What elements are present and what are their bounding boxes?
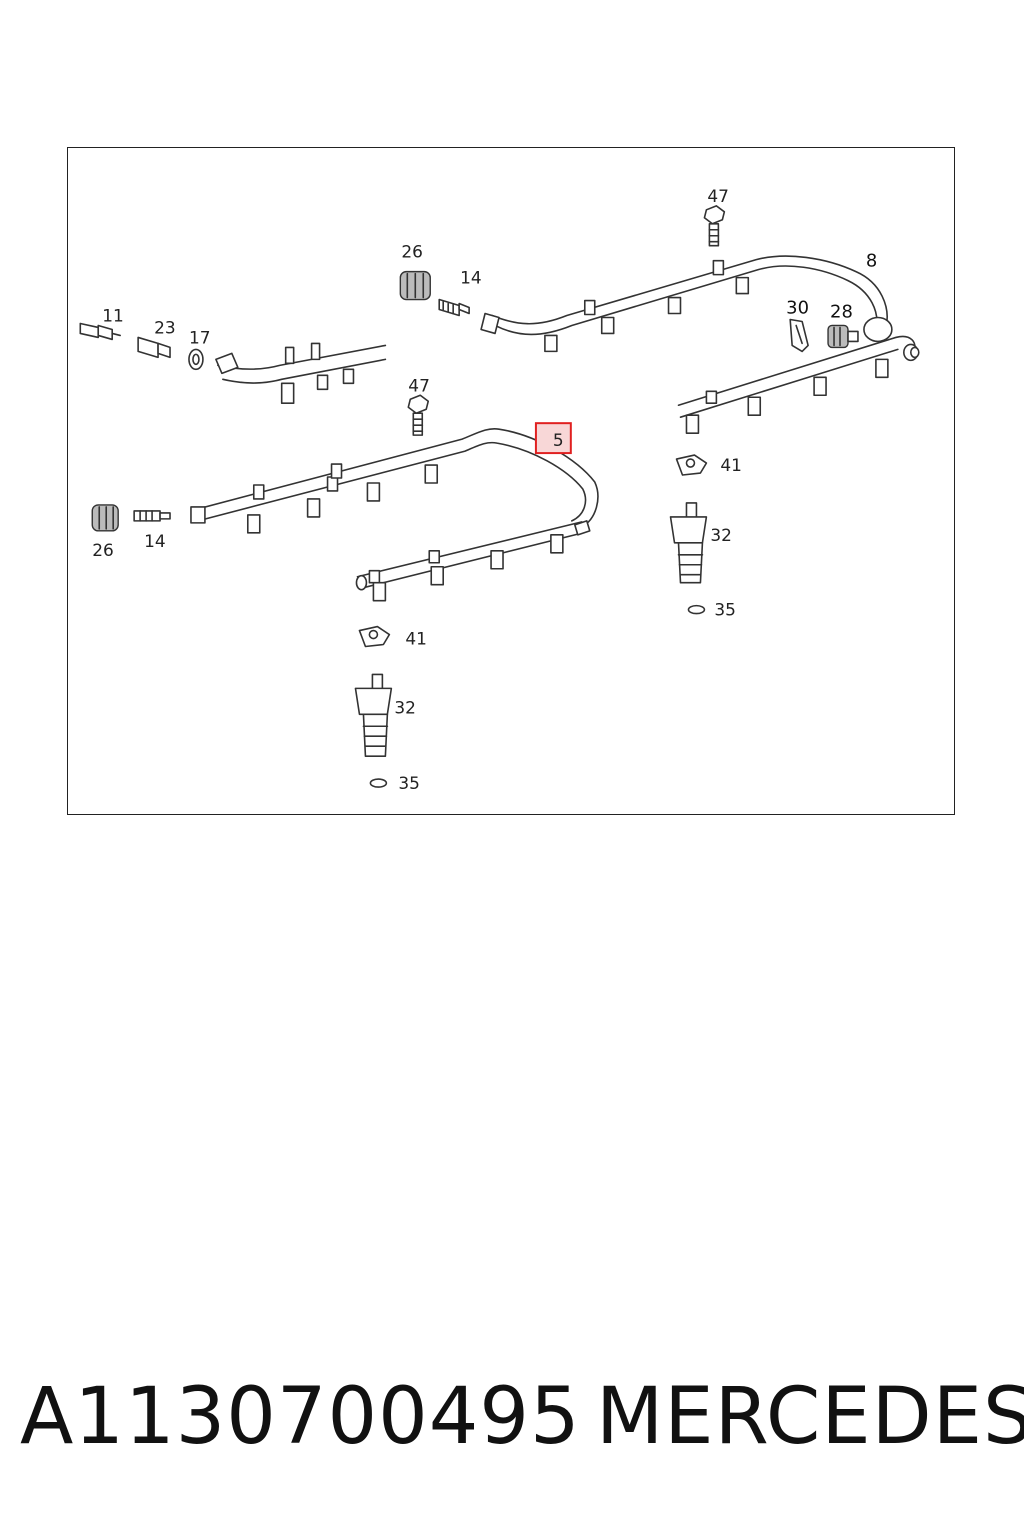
adapter-icon bbox=[137, 336, 171, 359]
callout-35-right: 35 bbox=[714, 600, 736, 620]
retainer-clip-icon-right bbox=[675, 454, 708, 476]
fuel-rail-diagram-svg: 47 8 26 14 30 28 11 23 17 47 5 41 32 35 … bbox=[79, 186, 920, 793]
callout-17: 17 bbox=[189, 327, 211, 347]
cap-icon-left bbox=[91, 504, 119, 532]
callout-32-right: 32 bbox=[710, 525, 732, 545]
o-ring-icon-bottom bbox=[369, 778, 388, 788]
callout-41-right: 41 bbox=[720, 455, 742, 475]
seal-ring-icon bbox=[188, 348, 204, 371]
injector-icon-right bbox=[669, 502, 708, 584]
damper-icon bbox=[827, 324, 859, 349]
cap-icon-top bbox=[399, 270, 431, 301]
callout-14-left: 14 bbox=[144, 531, 166, 551]
callout-32-bottom: 32 bbox=[394, 697, 416, 717]
fuel-rail-upper bbox=[480, 255, 920, 434]
bolt-icon-top bbox=[703, 205, 726, 247]
injector-icon-bottom bbox=[354, 673, 393, 757]
fuel-rail-fragment bbox=[215, 342, 387, 405]
valve-icon-left bbox=[133, 510, 171, 522]
callout-30: 30 bbox=[786, 298, 809, 319]
callout-5: 5 bbox=[553, 430, 564, 450]
part-caption: A1130700495 MERCEDES bbox=[20, 1372, 1024, 1472]
fuel-rail-lower bbox=[190, 427, 599, 602]
retainer-clip-icon-bottom bbox=[358, 625, 391, 648]
valve-icon-top bbox=[438, 298, 470, 317]
callout-47-top: 47 bbox=[707, 186, 729, 206]
callout-47-mid: 47 bbox=[408, 375, 430, 395]
parts-diagram: 47 8 26 14 30 28 11 23 17 47 5 41 32 35 … bbox=[67, 147, 955, 815]
bolt-icon-mid bbox=[407, 394, 430, 436]
callout-14-top: 14 bbox=[460, 268, 482, 288]
callout-26-top: 26 bbox=[401, 242, 423, 262]
callout-26-left: 26 bbox=[92, 540, 114, 560]
callout-35-bottom: 35 bbox=[398, 773, 420, 793]
callout-8: 8 bbox=[866, 251, 877, 272]
brand-name: MERCEDES bbox=[596, 1372, 1024, 1462]
o-ring-icon-right bbox=[687, 604, 706, 615]
callout-41-bottom: 41 bbox=[405, 629, 427, 649]
part-number: A1130700495 bbox=[20, 1372, 581, 1462]
callout-11: 11 bbox=[102, 305, 124, 325]
callout-23: 23 bbox=[154, 317, 176, 337]
highlight-box bbox=[534, 422, 572, 455]
callout-28: 28 bbox=[830, 301, 853, 322]
clip-icon bbox=[789, 318, 809, 353]
sensor-icon bbox=[79, 322, 121, 341]
